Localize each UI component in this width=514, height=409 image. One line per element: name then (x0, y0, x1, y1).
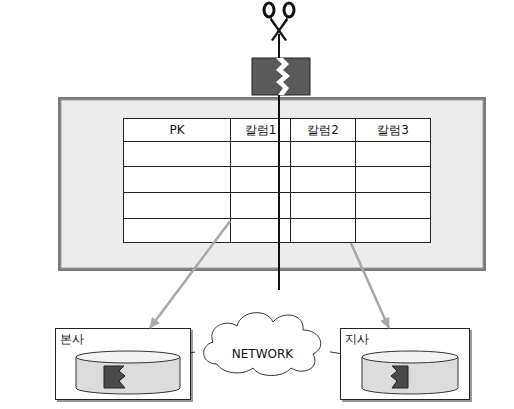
cut-line (278, 34, 280, 290)
network-link (191, 352, 195, 354)
column-piece (391, 366, 408, 388)
table-cell (231, 219, 290, 243)
site-label: 본사 (60, 331, 84, 348)
table-panel (61, 100, 483, 268)
column-piece (104, 366, 125, 388)
table-cell (356, 167, 430, 193)
site-box: 본사 (55, 328, 191, 400)
torn-piece (252, 58, 310, 95)
network-link (330, 352, 340, 354)
cloud-outline (195, 304, 330, 378)
table-cell (231, 193, 290, 219)
panel-shadow (58, 97, 486, 271)
site-box: 지사 (340, 328, 470, 400)
database-cylinder (362, 351, 458, 394)
data-flow-arrow (150, 221, 230, 328)
cylinder-body (76, 357, 180, 394)
table-cell (124, 193, 230, 219)
cylinder-top (76, 351, 180, 363)
cylinder-body (362, 357, 458, 394)
table-cell (291, 219, 355, 243)
network-label: NETWORK (195, 347, 330, 361)
table-column: 칼럼2 (290, 118, 356, 243)
scissors-blade (271, 17, 288, 41)
table-cell (124, 142, 230, 167)
table-cell (356, 219, 430, 243)
column-header: 칼럼2 (291, 119, 355, 142)
table-cell (356, 142, 430, 167)
column-header: PK (124, 119, 230, 142)
table-column: 칼럼3 (355, 118, 431, 243)
table-cell (356, 193, 430, 219)
cylinder-top (362, 351, 458, 363)
table-cell (231, 167, 290, 193)
scissors-blade (270, 17, 287, 41)
database-cylinder (76, 351, 180, 394)
table-column: 칼럼1 (230, 118, 291, 243)
column-header: 칼럼3 (356, 119, 430, 142)
scissors-icon (264, 3, 294, 41)
table-cell (124, 219, 230, 243)
scissors-handle (284, 3, 294, 17)
table-cell (231, 142, 290, 167)
table-cell (124, 167, 230, 193)
site-label: 지사 (345, 331, 369, 348)
table-cell (291, 167, 355, 193)
network-cloud: NETWORK (195, 304, 330, 378)
table-cell (291, 142, 355, 167)
table-column: PK (123, 118, 231, 243)
tear-gap (276, 58, 290, 95)
data-flow-arrow (351, 243, 389, 328)
cloud-shape (204, 313, 321, 376)
torn-block (252, 58, 310, 95)
column-header: 칼럼1 (231, 119, 290, 142)
table-cell (291, 193, 355, 219)
scissors-handle (264, 3, 274, 17)
